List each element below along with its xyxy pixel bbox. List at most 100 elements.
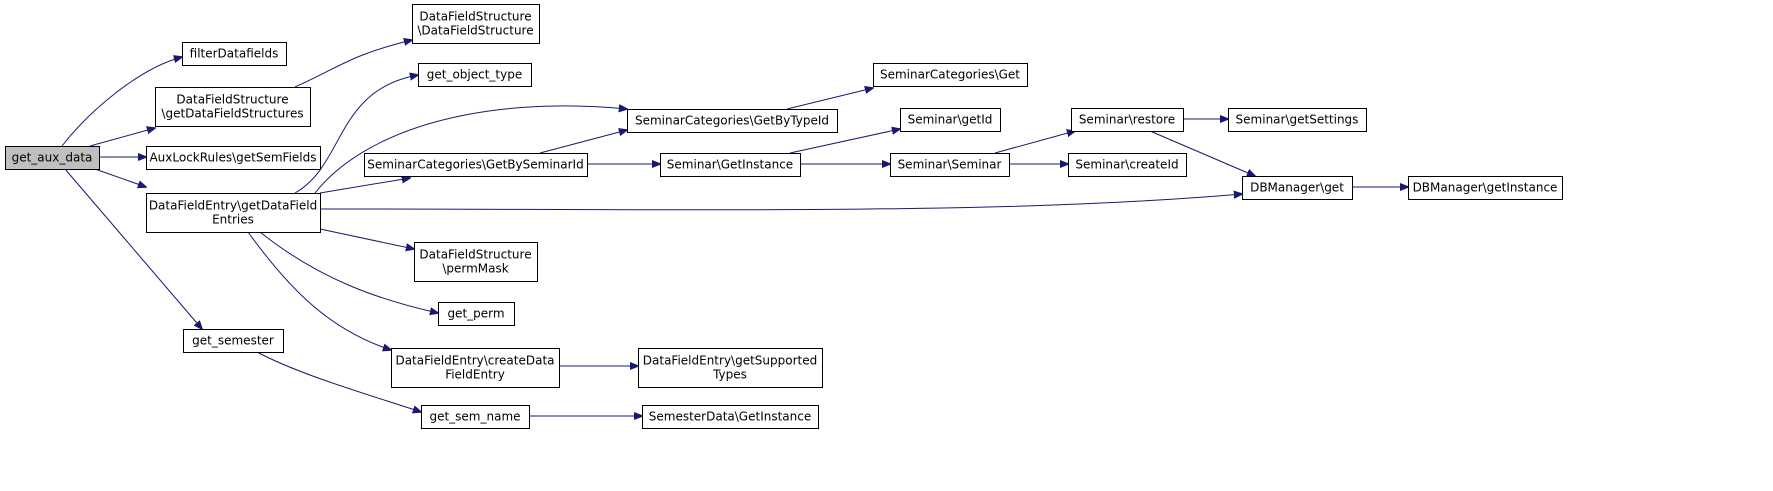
node-box[interactable]	[438, 302, 515, 326]
node-box[interactable]	[627, 109, 838, 133]
node-label: Seminar\restore	[1079, 113, 1175, 127]
node-Seminar_getSettings[interactable]: Seminar\getSettings	[1228, 108, 1367, 132]
edge-DFE_getDataFieldEntries-to-DFS_permMask	[319, 228, 414, 249]
node-box[interactable]	[364, 153, 588, 177]
node-label: Seminar\Seminar	[898, 158, 1002, 172]
node-get_perm[interactable]: get_perm	[438, 302, 515, 326]
node-label: SeminarCategories\Get	[880, 68, 1020, 82]
node-label: DataFieldEntry\createData	[395, 354, 554, 368]
node-box[interactable]	[873, 63, 1028, 87]
edge-DFE_getDataFieldEntries-to-SC_GetByTypeId	[314, 106, 627, 194]
node-label: \getDataFieldStructures	[161, 107, 303, 121]
edges-layer	[61, 40, 1408, 416]
edge-Seminar_GetInstance-to-Seminar_getId	[789, 129, 900, 154]
node-label: AuxLockRules\getSemFields	[149, 151, 316, 165]
edge-get_aux_data-to-filterDatafields	[61, 57, 182, 147]
edge-get_aux_data-to-DFS_getDataFieldStructures	[89, 128, 155, 147]
node-label: Seminar\getSettings	[1236, 113, 1359, 127]
node-label: Types	[712, 368, 747, 382]
node-box[interactable]	[1408, 176, 1563, 200]
node-label: DBManager\get	[1250, 181, 1344, 195]
node-label: Seminar\GetInstance	[667, 158, 793, 172]
node-SemesterData_GetInstance[interactable]: SemesterData\GetInstance	[642, 405, 819, 429]
node-label: \DataFieldStructure	[417, 24, 533, 38]
node-label: Seminar\getId	[908, 113, 993, 127]
edge-get_semester-to-get_sem_name	[256, 351, 421, 412]
node-box[interactable]	[890, 153, 1010, 177]
node-DFS_getDataFieldStructures[interactable]: DataFieldStructure\getDataFieldStructure…	[155, 87, 311, 127]
node-box[interactable]	[418, 63, 532, 87]
node-label: get_semester	[192, 334, 274, 348]
node-Seminar_getId[interactable]: Seminar\getId	[900, 108, 1001, 132]
node-label: DataFieldEntry\getDataField	[149, 199, 317, 213]
node-Seminar_GetInstance[interactable]: Seminar\GetInstance	[660, 153, 801, 177]
node-label: \permMask	[442, 262, 508, 276]
node-box[interactable]	[660, 153, 801, 177]
node-label: DBManager\getInstance	[1413, 181, 1558, 195]
node-label: filterDatafields	[190, 47, 279, 61]
edge-DFS_getDataFieldStructures-to-DFS_DataFieldStructure	[294, 40, 412, 88]
node-SC_GetByTypeId[interactable]: SeminarCategories\GetByTypeId	[627, 109, 838, 133]
edge-DFE_getDataFieldEntries-to-get_perm	[259, 231, 438, 313]
node-AuxLockRules_getSemFields[interactable]: AuxLockRules\getSemFields	[146, 146, 321, 170]
node-label: DataFieldStructure	[176, 93, 288, 107]
node-label: get_aux_data	[12, 151, 93, 165]
node-box[interactable]	[1228, 108, 1367, 132]
node-SC_GetBySeminarId[interactable]: SeminarCategories\GetBySeminarId	[364, 153, 588, 177]
node-label: FieldEntry	[445, 368, 505, 382]
node-label: Seminar\createId	[1075, 158, 1178, 172]
node-label: DataFieldStructure	[419, 10, 531, 24]
node-Seminar_Seminar[interactable]: Seminar\Seminar	[890, 153, 1010, 177]
edge-DFE_getDataFieldEntries-to-DFE_createDataFieldEntry	[247, 231, 391, 350]
node-label: get_object_type	[427, 68, 523, 82]
node-box[interactable]	[1071, 108, 1184, 132]
node-box[interactable]	[183, 329, 284, 353]
node-box[interactable]	[391, 348, 560, 388]
node-box[interactable]	[421, 405, 530, 429]
node-box[interactable]	[412, 4, 540, 44]
node-SC_Get[interactable]: SeminarCategories\Get	[873, 63, 1028, 87]
node-label: DataFieldEntry\getSupported	[643, 354, 817, 368]
edge-Seminar_restore-to-DBManager_get	[1149, 130, 1255, 176]
edge-DFE_getDataFieldEntries-to-get_object_type	[294, 75, 418, 194]
node-DFS_permMask[interactable]: DataFieldStructure\permMask	[414, 242, 538, 282]
node-Seminar_restore[interactable]: Seminar\restore	[1071, 108, 1184, 132]
node-filterDatafields[interactable]: filterDatafields	[182, 42, 287, 66]
node-box[interactable]	[638, 348, 823, 388]
node-label: get_sem_name	[429, 410, 520, 424]
node-box[interactable]	[155, 87, 311, 127]
node-DFS_DataFieldStructure[interactable]: DataFieldStructure\DataFieldStructure	[412, 4, 540, 44]
node-box[interactable]	[414, 242, 538, 282]
edge-Seminar_Seminar-to-Seminar_restore	[994, 131, 1075, 154]
node-get_object_type[interactable]: get_object_type	[418, 63, 532, 87]
nodes-layer: get_aux_datafilterDatafieldsDataFieldStr…	[5, 4, 1563, 429]
node-DBManager_getInstance[interactable]: DBManager\getInstance	[1408, 176, 1563, 200]
node-box[interactable]	[182, 42, 287, 66]
node-label: SeminarCategories\GetByTypeId	[635, 114, 829, 128]
node-label: Entries	[212, 213, 254, 227]
node-get_aux_data[interactable]: get_aux_data	[5, 146, 100, 170]
node-DBManager_get[interactable]: DBManager\get	[1242, 176, 1353, 200]
node-label: DataFieldStructure	[419, 248, 531, 262]
node-box[interactable]	[146, 193, 321, 233]
node-label: SeminarCategories\GetBySeminarId	[367, 158, 583, 172]
node-box[interactable]	[5, 146, 100, 170]
node-Seminar_createId[interactable]: Seminar\createId	[1068, 153, 1187, 177]
node-box[interactable]	[146, 146, 321, 170]
edge-DFE_getDataFieldEntries-to-DBManager_get	[319, 194, 1242, 211]
edge-SC_GetBySeminarId-to-SC_GetByTypeId	[539, 130, 627, 154]
node-box[interactable]	[1068, 153, 1187, 177]
node-label: get_perm	[447, 307, 504, 321]
node-box[interactable]	[1242, 176, 1353, 200]
edge-DFE_getDataFieldEntries-to-SC_GetBySeminarId	[319, 178, 410, 194]
node-box[interactable]	[642, 405, 819, 429]
node-get_sem_name[interactable]: get_sem_name	[421, 405, 530, 429]
node-get_semester[interactable]: get_semester	[183, 329, 284, 353]
edge-get_aux_data-to-get_semester	[64, 168, 202, 329]
node-box[interactable]	[900, 108, 1001, 132]
node-label: SemesterData\GetInstance	[649, 410, 811, 424]
